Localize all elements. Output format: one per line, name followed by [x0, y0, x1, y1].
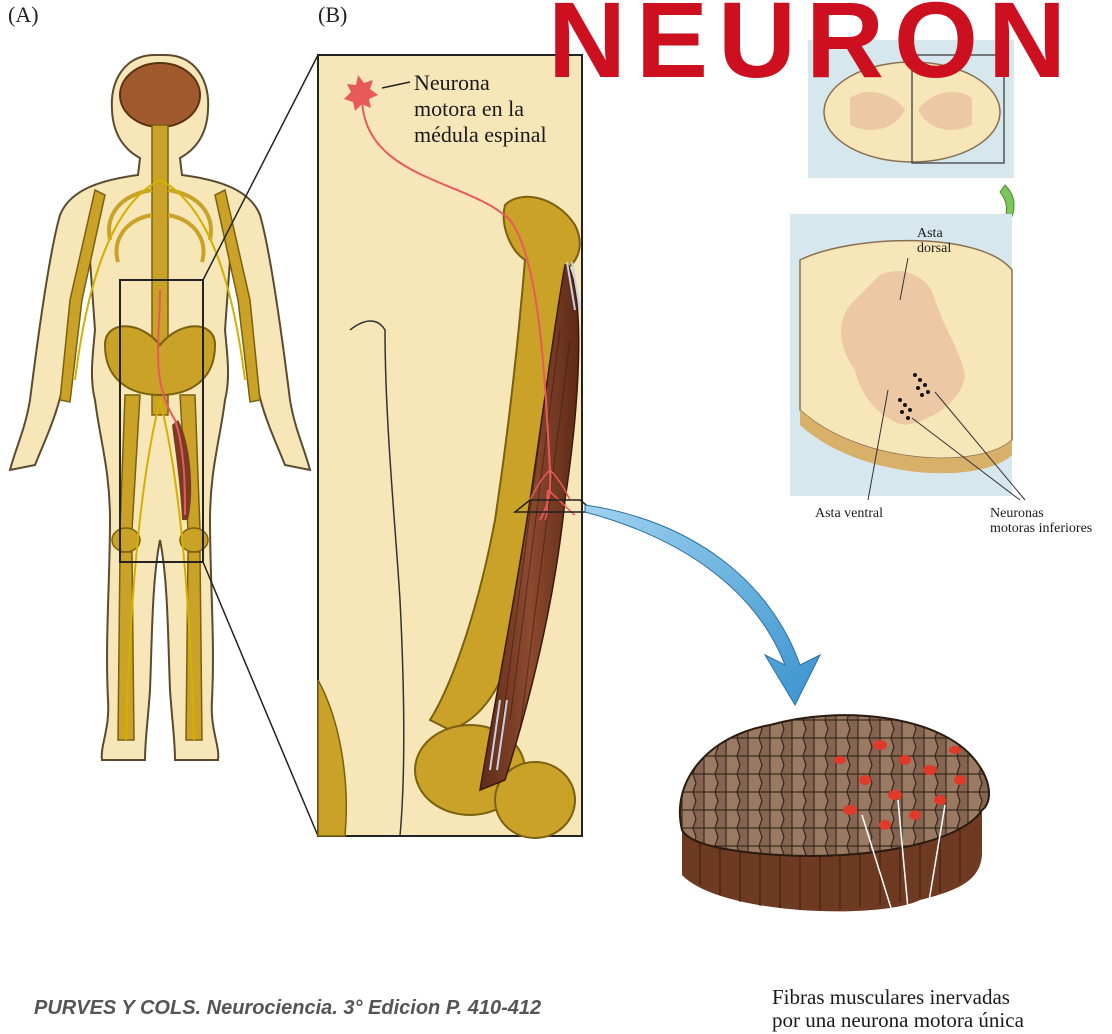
neuron-label: Neurona motora en la médula espinal: [414, 70, 547, 148]
muscle-cross-section: [680, 715, 989, 985]
blue-arrow-icon: [585, 505, 820, 705]
panel-b-label: (B): [318, 2, 347, 28]
leg-panel: [318, 55, 595, 838]
asta-dorsal-label: Asta dorsal: [917, 226, 951, 256]
neuronas-motoras-label: Neuronas motoras inferiores: [990, 506, 1092, 536]
asta-ventral-label: Asta ventral: [815, 506, 883, 521]
spinal-cord-insets: [790, 40, 1025, 500]
body-figure: [10, 55, 318, 836]
fibras-label: Fibras musculares inervadas por una neur…: [772, 986, 1024, 1032]
citation: PURVES Y COLS. Neurociencia. 3° Edicion …: [34, 997, 541, 1020]
panel-a-label: (A): [8, 2, 39, 28]
brain-icon: [120, 63, 200, 127]
page-title: NEURON: [548, 0, 1076, 94]
